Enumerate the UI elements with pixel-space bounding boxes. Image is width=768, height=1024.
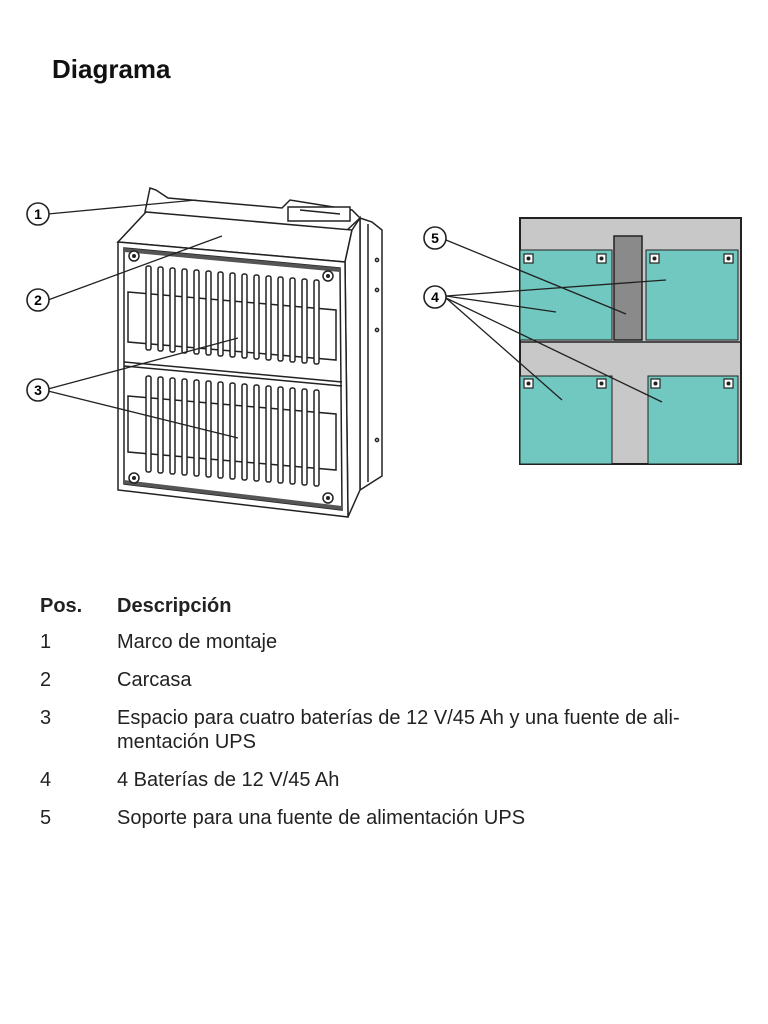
legend-pos: 2 <box>40 669 52 691</box>
svg-text:4: 4 <box>431 289 439 305</box>
legend-header: Pos. Descripción <box>40 594 740 618</box>
legend-desc: Espacio para cuatro baterías de 12 V/45 … <box>117 706 740 754</box>
legend-row: 1 Marco de montaje <box>40 630 740 654</box>
callout-5: 5 <box>423 226 447 250</box>
callout-4: 4 <box>423 285 447 309</box>
header-desc: Descripción <box>117 595 232 617</box>
battery-bottom-right <box>647 375 739 465</box>
legend-desc-line: Espacio para cuatro baterías de 12 V/45 … <box>117 707 680 729</box>
legend-desc: 4 Baterías de 12 V/45 Ah <box>117 769 340 791</box>
battery-bottom-left <box>519 375 613 465</box>
legend-pos: 5 <box>40 807 52 829</box>
ups-bracket <box>613 235 643 341</box>
battery-layout-drawing <box>519 217 742 465</box>
svg-text:2: 2 <box>34 292 42 308</box>
page-title: Diagrama <box>52 54 171 84</box>
svg-text:1: 1 <box>34 206 42 222</box>
legend-desc-line: mentación UPS <box>117 731 256 753</box>
enclosure-figure: 1 2 3 4 5 <box>26 187 742 518</box>
legend-row: 5 Soporte para una fuente de alimentació… <box>40 806 740 830</box>
lower-vent-slots <box>145 375 320 487</box>
svg-text:5: 5 <box>431 230 439 246</box>
callout-2: 2 <box>26 288 50 312</box>
upper-vent-slots <box>145 265 320 365</box>
battery-top-right <box>645 249 739 341</box>
legend-desc: Soporte para una fuente de alimentación … <box>117 807 526 829</box>
legend-row: 2 Carcasa <box>40 668 740 692</box>
legend-desc: Carcasa <box>117 669 192 691</box>
legend-desc: Marco de montaje <box>117 631 278 653</box>
callout-3: 3 <box>26 378 50 402</box>
header-pos: Pos. <box>40 595 83 617</box>
legend-pos: 4 <box>40 769 52 791</box>
leader-lines <box>47 199 667 439</box>
legend-row: 4 4 Baterías de 12 V/45 Ah <box>40 768 740 792</box>
legend-pos: 1 <box>40 631 52 653</box>
legend-table: Pos. Descripción 1 Marco de montaje 2 Ca… <box>40 594 740 844</box>
callout-1: 1 <box>26 202 50 226</box>
legend-row: 3 Espacio para cuatro baterías de 12 V/4… <box>40 706 740 754</box>
svg-text:3: 3 <box>34 382 42 398</box>
battery-top-left <box>519 249 613 341</box>
legend-pos: 3 <box>40 707 52 729</box>
